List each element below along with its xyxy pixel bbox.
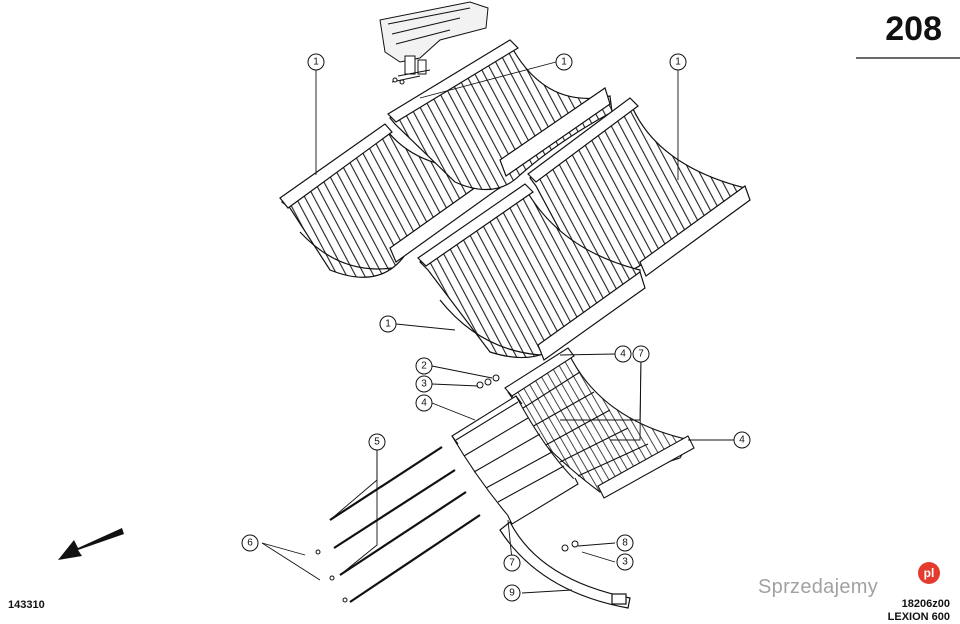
callout-5: 5 (368, 433, 386, 451)
drawing-code-right: 18206z00 (901, 598, 950, 610)
callout-7b: 7 (503, 554, 521, 572)
rods (329, 446, 481, 603)
page-number: 208 (885, 10, 942, 48)
svg-text:4: 4 (620, 349, 626, 360)
svg-text:1: 1 (313, 57, 319, 68)
top-mechanism (379, 1, 489, 85)
svg-text:8: 8 (622, 538, 628, 549)
bolts (315, 374, 579, 603)
svg-text:7: 7 (509, 558, 515, 569)
callout-3a: 3 (415, 375, 433, 393)
callout-4b: 4 (614, 345, 632, 363)
direction-arrow-icon (58, 528, 124, 560)
svg-text:7: 7 (638, 349, 644, 360)
callout-7a: 7 (632, 345, 650, 363)
concave-left-front (417, 183, 646, 361)
callout-4c: 4 (733, 431, 751, 449)
callout-3b: 3 (616, 553, 634, 571)
callout-1a: 1 (307, 53, 325, 71)
concave-left-back (279, 123, 503, 278)
svg-text:6: 6 (247, 538, 253, 549)
watermark: Sprzedajemy (758, 576, 879, 598)
drawing-info: 18206z00 LEXION 600 (888, 598, 950, 624)
callout-8: 8 (616, 534, 634, 552)
callout-9: 9 (503, 584, 521, 602)
svg-text:4: 4 (421, 398, 427, 409)
callout-1b: 1 (555, 53, 573, 71)
leader-lines (261, 61, 742, 594)
callout-6: 6 (241, 534, 259, 552)
callout-1d: 1 (379, 315, 397, 333)
svg-text:2: 2 (421, 361, 427, 372)
concave-right-back (387, 39, 613, 191)
svg-text:3: 3 (421, 379, 427, 390)
inner-concave-right (504, 347, 695, 499)
svg-text:4: 4 (739, 435, 745, 446)
side-plate (499, 521, 631, 609)
callouts: 1 1 1 1 2 3 4 4 7 4 5 6 7 8 3 9 (241, 53, 751, 602)
svg-text:9: 9 (509, 588, 515, 599)
svg-text:1: 1 (561, 57, 567, 68)
svg-text:1: 1 (675, 57, 681, 68)
svg-text:3: 3 (622, 557, 628, 568)
drawing-code-left: 143310 (8, 599, 45, 611)
svg-text:1: 1 (385, 319, 391, 330)
watermark-badge: pl (918, 562, 940, 584)
callout-1c: 1 (669, 53, 687, 71)
callout-2: 2 (415, 357, 433, 375)
inner-concave-left (451, 395, 579, 525)
concave-right-front (527, 97, 751, 277)
callout-4a: 4 (415, 394, 433, 412)
svg-text:5: 5 (374, 437, 380, 448)
